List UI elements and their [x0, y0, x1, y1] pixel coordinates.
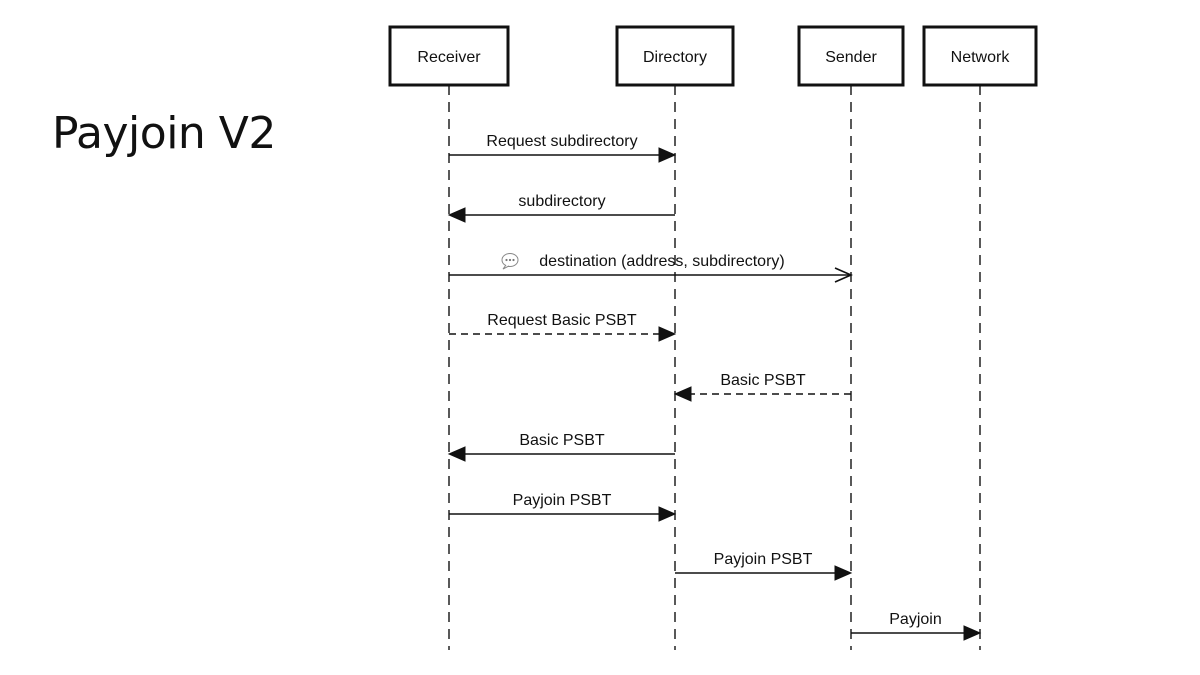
participant-network: Network	[922, 25, 1038, 87]
arrowhead	[673, 386, 692, 402]
message-8: Payjoin PSBT	[675, 551, 853, 581]
message-7: Payjoin PSBT	[449, 492, 677, 522]
message-4: Request Basic PSBT	[449, 312, 677, 342]
message-label: Request Basic PSBT	[487, 312, 637, 329]
messages: Request subdirectory subdirectory destinat…	[447, 133, 982, 641]
participant-directory: Directory	[615, 25, 735, 87]
arrowhead	[834, 565, 853, 581]
participant-box	[615, 25, 735, 87]
message-label: Payjoin PSBT	[513, 492, 612, 509]
arrowhead	[658, 326, 677, 342]
message-label: Payjoin PSBT	[714, 551, 813, 568]
arrowhead	[447, 446, 466, 462]
message-5: Basic PSBT	[673, 372, 851, 402]
slide-title: Payjoin V2	[52, 108, 276, 159]
message-label: subdirectory	[518, 193, 605, 210]
arrowhead	[658, 147, 677, 163]
participant-box	[388, 25, 510, 87]
arrowhead	[963, 625, 982, 641]
participant-sender: Sender	[797, 25, 905, 87]
participant-label: Sender	[825, 49, 877, 66]
message-2: subdirectory	[447, 193, 675, 223]
message-9: Payjoin	[851, 611, 982, 641]
message-label: Basic PSBT	[720, 372, 806, 389]
participant-box	[922, 25, 1038, 87]
message-6: Basic PSBT	[447, 432, 675, 462]
message-1: Request subdirectory	[449, 133, 677, 163]
message-label: Request subdirectory	[486, 133, 637, 150]
participant-label: Network	[951, 49, 1011, 66]
participant-label: Directory	[643, 49, 707, 66]
arrowhead	[447, 207, 466, 223]
arrowhead	[834, 267, 853, 283]
lifelines	[448, 85, 981, 650]
participant-label: Receiver	[417, 49, 481, 66]
message-label: Basic PSBT	[519, 432, 605, 449]
participants: Receiver Directory Sender Network	[388, 25, 1038, 87]
speech-bubble-icon	[501, 253, 519, 270]
message-3: destination (address, subdirectory)	[449, 253, 853, 283]
participant-box	[797, 25, 905, 87]
message-label: destination (address, subdirectory)	[539, 253, 784, 270]
participant-receiver: Receiver	[388, 25, 510, 87]
message-label: Payjoin	[889, 611, 941, 628]
arrowhead	[658, 506, 677, 522]
